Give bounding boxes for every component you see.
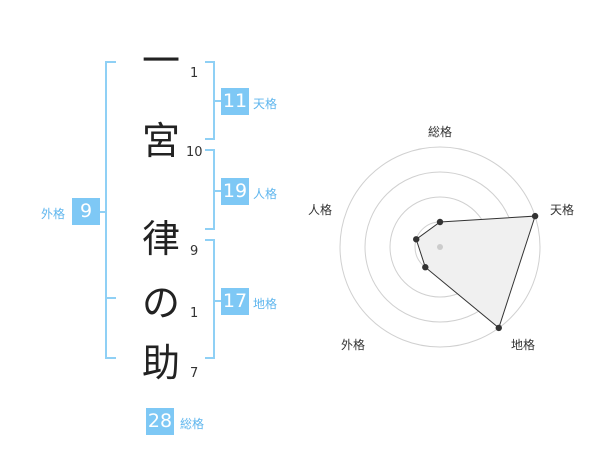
radar-point-1: [531, 212, 539, 220]
stroke-count-2: 10: [186, 145, 203, 160]
jinkaku-label: 人格: [253, 187, 278, 201]
jinkaku-bracket: [205, 149, 215, 230]
radar-point-3: [422, 264, 429, 271]
radar-point-2: [495, 324, 502, 332]
tenkaku-label: 天格: [253, 97, 278, 111]
radar-point-0: [436, 218, 444, 226]
radar-axis-label-jinkaku: 人格: [308, 203, 333, 217]
chikaku-badge: 17: [221, 288, 249, 315]
radar-ring-4: [339, 146, 541, 348]
gaikaku-badge: 9: [72, 198, 100, 225]
stroke-count-4: 1: [190, 306, 199, 321]
name-char-2: 宮: [141, 119, 180, 163]
name-char-4: の: [141, 281, 180, 325]
radar-axis-label-tenkaku: 天格: [550, 203, 575, 217]
gaikaku-label: 外格: [41, 207, 66, 221]
chikaku-label: 地格: [253, 297, 278, 311]
gaikaku-bracket: [105, 61, 116, 359]
stroke-count-1: 1: [190, 66, 199, 81]
radar-polygon: [415, 215, 536, 329]
name-char-1: 一: [141, 39, 180, 83]
tenkaku-badge: 11: [221, 88, 249, 115]
radar-center-dot: [437, 244, 443, 250]
radar-axis-label-soukaku: 総格: [428, 125, 453, 139]
soukaku-label: 総格: [180, 417, 205, 431]
stroke-count-5: 7: [190, 366, 199, 381]
radar-axis-label-gaikaku: 外格: [341, 338, 366, 352]
radar-axis-label-chikaku: 地格: [511, 338, 536, 352]
chikaku-bracket: [205, 239, 215, 359]
radar-points: [413, 212, 539, 332]
stroke-count-3: 9: [190, 244, 199, 259]
radar-point-4: [413, 236, 420, 243]
soukaku-badge: 28: [146, 408, 174, 435]
name-char-5: 助: [141, 341, 180, 385]
jinkaku-badge: 19: [221, 178, 249, 205]
name-char-3: 律: [141, 217, 180, 261]
